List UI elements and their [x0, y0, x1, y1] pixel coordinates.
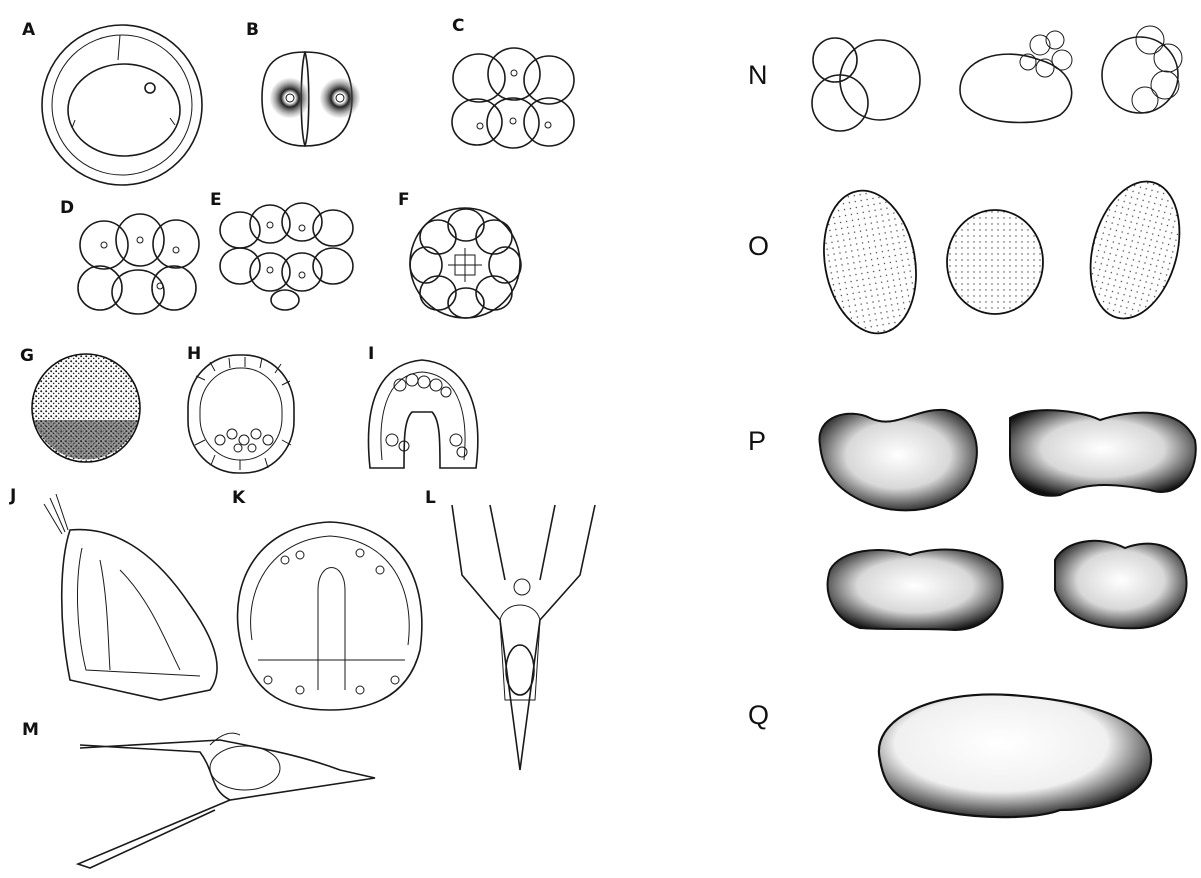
stage-q-form: [879, 694, 1151, 817]
stage-p-forms: [820, 410, 1196, 630]
stage-h-blastula-section: [188, 355, 294, 473]
label-f: F: [398, 192, 410, 209]
label-e: E: [210, 192, 222, 209]
label-m: M: [22, 722, 39, 739]
stage-c-cleavage: [452, 48, 574, 148]
label-l: L: [425, 490, 436, 507]
label-c: C: [452, 18, 465, 35]
stage-g-blastula: [32, 354, 140, 462]
label-j: J: [10, 488, 17, 505]
stage-e-cleavage: [220, 203, 353, 310]
stage-i-gastrula: [368, 360, 477, 468]
stage-f-cleavage: [410, 208, 521, 318]
label-d: D: [60, 200, 75, 217]
label-i: I: [368, 346, 375, 363]
label-h: H: [187, 346, 202, 363]
stage-m-pluteus-side: [78, 733, 375, 868]
label-k: K: [232, 490, 246, 507]
stage-k-early-pluteus: [238, 522, 422, 710]
stage-a-egg: [42, 25, 202, 185]
label-a: A: [22, 22, 36, 39]
label-o: O: [748, 233, 769, 260]
stage-l-pluteus-larva: [452, 505, 595, 770]
label-g: G: [20, 348, 34, 365]
stage-b-two-cell: [262, 52, 360, 146]
stage-j-prism-larva: [44, 494, 217, 700]
label-q: Q: [748, 702, 769, 729]
stage-o-cell-clusters: [813, 172, 1194, 341]
stage-n-embryos: [812, 26, 1182, 131]
stage-d-cleavage: [78, 214, 199, 314]
label-n: N: [748, 62, 768, 89]
label-b: B: [246, 22, 259, 39]
label-p: P: [748, 428, 766, 455]
